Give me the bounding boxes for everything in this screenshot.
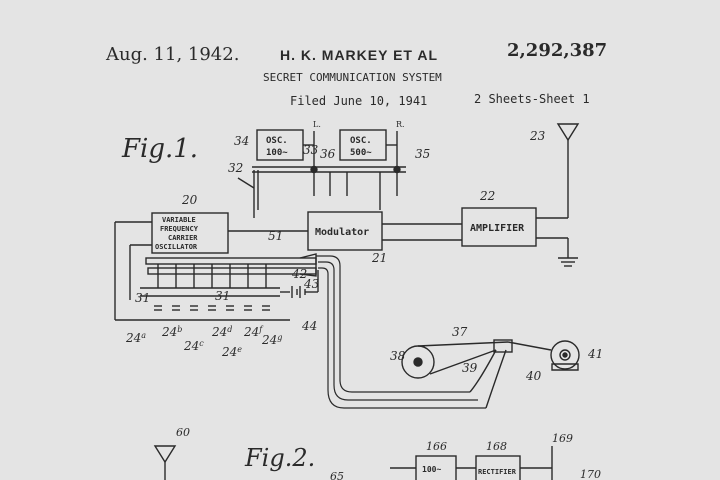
ref-23: 23 bbox=[529, 129, 546, 143]
contact-label-e: 24e bbox=[221, 345, 242, 359]
fig2-title: Fig.2. bbox=[244, 444, 315, 472]
ref-35: 35 bbox=[415, 147, 430, 161]
vfo-line2: FREQUENCY bbox=[160, 225, 199, 233]
contact-label-f: 24f bbox=[243, 325, 264, 339]
osc-100-line1: OSC. bbox=[266, 136, 288, 146]
ref-41: 41 bbox=[587, 347, 603, 361]
inventors: H. K. MARKEY ET AL bbox=[280, 47, 439, 63]
ref-31b: 31 bbox=[215, 289, 230, 303]
antenna-60 bbox=[153, 445, 177, 464]
ref-37: 37 bbox=[452, 325, 468, 339]
vfo-line3: CARRIER bbox=[168, 234, 198, 242]
patent-number: 2,292,387 bbox=[507, 40, 608, 61]
ref-65: 65 bbox=[330, 470, 344, 480]
contact-label-c: 24c bbox=[183, 339, 204, 353]
ref-21: 21 bbox=[371, 251, 387, 265]
osc-500-line2: 500~ bbox=[350, 148, 372, 158]
ref-38: 38 bbox=[390, 349, 406, 363]
motor-reel-40 bbox=[550, 340, 580, 370]
ref-20: 20 bbox=[181, 193, 198, 207]
amplifier-box bbox=[461, 207, 537, 247]
patent-title: SECRET COMMUNICATION SYSTEM bbox=[263, 71, 442, 84]
sheet-count: 2 Sheets-Sheet 1 bbox=[474, 92, 590, 106]
ref-60: 60 bbox=[176, 426, 190, 439]
rectifier-box bbox=[475, 455, 521, 480]
modulator-label: Modulator bbox=[315, 227, 369, 238]
vfo-line1: VARIABLE bbox=[162, 216, 196, 224]
ref-170: 170 bbox=[580, 468, 601, 480]
amplifier-label: AMPLIFIER bbox=[470, 223, 525, 234]
letter-r: R. bbox=[396, 120, 405, 129]
fig2-rectifier-label: RECTIFIER bbox=[478, 468, 517, 476]
contact-label-a: 24a bbox=[125, 331, 146, 345]
capacitors bbox=[154, 305, 270, 311]
osc-100-box-fig2 bbox=[415, 455, 457, 480]
ref-42: 42 bbox=[291, 267, 307, 281]
ref-166: 166 bbox=[426, 440, 447, 453]
contact-bar bbox=[145, 257, 317, 265]
fig1-title: Fig.1. bbox=[121, 134, 198, 164]
patent-date: Aug. 11, 1942. bbox=[106, 44, 240, 65]
letter-l: L. bbox=[313, 120, 321, 129]
ref-33: 33 bbox=[303, 143, 319, 157]
ref-22: 22 bbox=[479, 189, 495, 203]
osc-500-line1: OSC. bbox=[350, 136, 372, 146]
ref-51: 51 bbox=[268, 229, 283, 243]
ref-34: 34 bbox=[234, 134, 249, 148]
vfo-box bbox=[151, 212, 229, 254]
ref-40: 40 bbox=[525, 369, 542, 383]
contact-fingers bbox=[140, 264, 280, 297]
ref-36: 36 bbox=[320, 147, 336, 161]
ref-168: 168 bbox=[486, 440, 507, 453]
vfo-line4: OSCILLATOR bbox=[155, 243, 198, 251]
ref-31a: 31 bbox=[135, 291, 150, 305]
fig2-osc-label: 100~ bbox=[422, 465, 441, 474]
ref-39: 39 bbox=[462, 361, 478, 375]
contact-label-d: 24d bbox=[211, 325, 232, 339]
ref-44: 44 bbox=[301, 319, 317, 333]
contact-label-g: 24g bbox=[261, 333, 282, 347]
osc-100-line2: 100~ bbox=[266, 148, 288, 158]
ref-169: 169 bbox=[552, 432, 573, 445]
contact-label-b: 24b bbox=[161, 325, 182, 339]
ref-43: 43 bbox=[303, 277, 320, 291]
filed-date: Filed June 10, 1941 bbox=[290, 94, 428, 108]
ref-32: 32 bbox=[228, 161, 243, 175]
